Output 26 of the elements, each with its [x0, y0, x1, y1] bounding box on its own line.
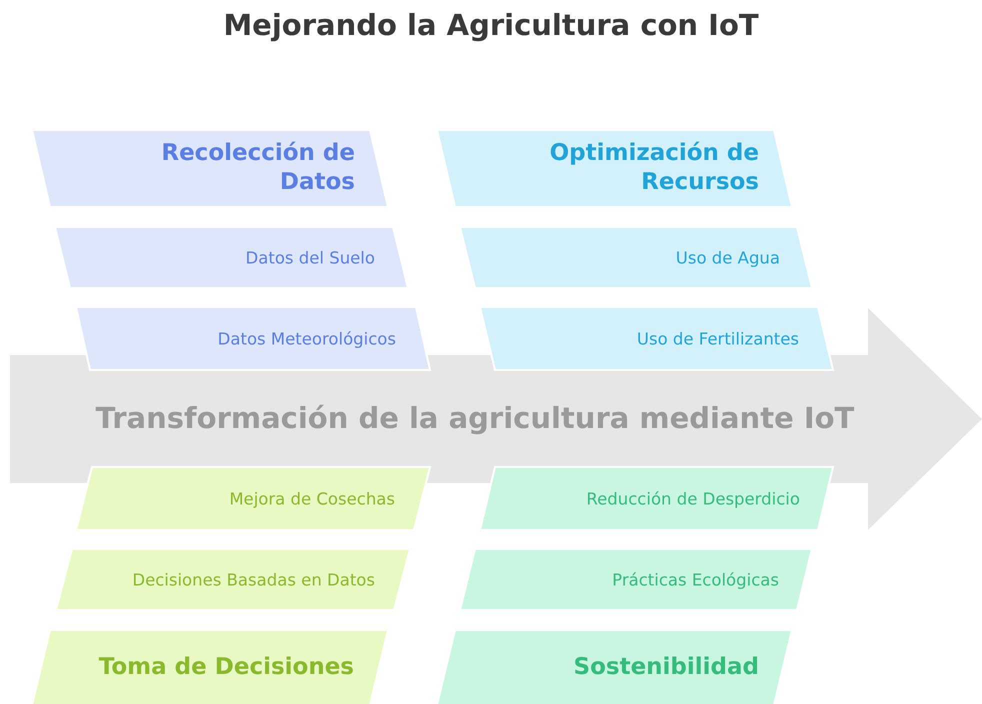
item-label: Uso de Agua: [676, 246, 780, 268]
parallelogram-box: [480, 467, 833, 530]
parallelogram-box: [460, 549, 812, 610]
central-theme-label: Transformación de la agricultura mediante IoT: [94, 400, 856, 438]
item-label: Uso de Fertilizantes: [636, 328, 799, 350]
parallelogram-box: [76, 307, 430, 370]
item-label: Reducción de Desperdicio: [586, 488, 800, 510]
diagram-title: Mejorando la Agricultura con IoT: [222, 8, 760, 42]
parallelogram-box: [460, 227, 812, 288]
parallelogram-box: [437, 130, 792, 207]
item-label: Datos Meteorológicos: [218, 328, 396, 350]
item-label: Mejora de Cosechas: [229, 488, 395, 510]
category-heading: Toma de Decisiones: [98, 652, 354, 682]
parallelogram-box: [76, 467, 430, 530]
category-heading: Optimización de Recursos: [548, 138, 759, 198]
item-label: Decisiones Basadas en Datos: [132, 568, 375, 590]
parallelogram-box: [55, 227, 408, 288]
item-label: Datos del Suelo: [246, 246, 375, 268]
parallelogram-box: [32, 630, 388, 704]
parallelogram-box: [437, 630, 792, 704]
item-label: Prácticas Ecológicas: [612, 568, 779, 590]
parallelogram-box: [56, 549, 410, 610]
parallelogram-box: [480, 307, 833, 370]
category-heading: Sostenibilidad: [574, 652, 759, 682]
category-heading: Recolección de Datos: [160, 138, 355, 198]
parallelogram-box: [32, 130, 388, 207]
